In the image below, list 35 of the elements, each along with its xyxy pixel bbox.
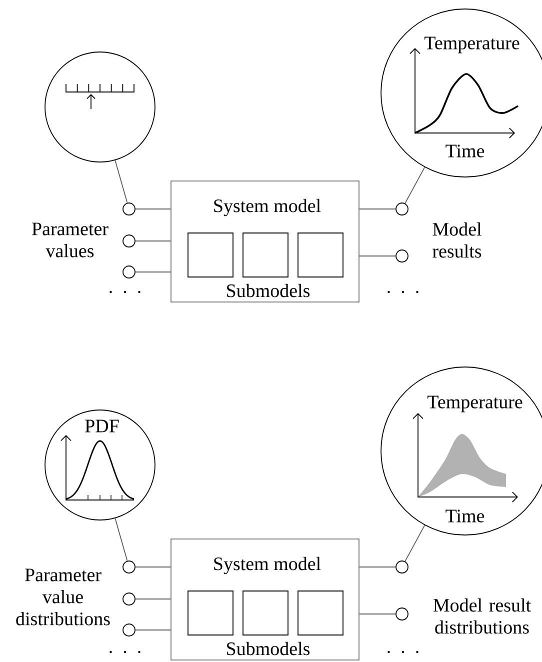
text-label: Parameter values [32, 222, 108, 258]
connector-line [135, 598, 171, 600]
leader-line [404, 524, 426, 562]
terminal-circle [122, 202, 136, 216]
leader-line [114, 518, 128, 562]
terminal-circle [122, 624, 136, 636]
leader-line [114, 160, 128, 204]
terminal-circle [122, 592, 136, 606]
text-label: . . . [110, 290, 140, 294]
connector-line [359, 566, 396, 568]
terminal-circle [396, 202, 408, 216]
connector-line [135, 240, 171, 242]
submodel-box [298, 590, 344, 636]
text-label: Model result distributions [433, 598, 531, 634]
submodel-box [242, 232, 288, 278]
submodel-box [188, 232, 234, 278]
magnifier-circle [44, 52, 156, 162]
submodel-box [188, 590, 234, 636]
text-label: . . . [110, 650, 140, 654]
leader-line [404, 166, 426, 204]
terminal-circle [396, 250, 408, 262]
terminal-circle [122, 560, 136, 574]
submodel-box [298, 232, 344, 278]
text-label: . . . [388, 290, 418, 294]
terminal-circle [396, 608, 408, 620]
connector-line [135, 566, 171, 568]
terminal-circle [122, 234, 136, 248]
connector-line [359, 208, 396, 210]
text-label: Model results [432, 222, 482, 258]
terminal-circle [122, 266, 136, 278]
text-label: Parameter value distributions [16, 568, 110, 626]
terminal-circle [396, 560, 408, 574]
submodel-box [242, 590, 288, 636]
connector-line [135, 208, 171, 210]
text-label: . . . [388, 650, 418, 654]
